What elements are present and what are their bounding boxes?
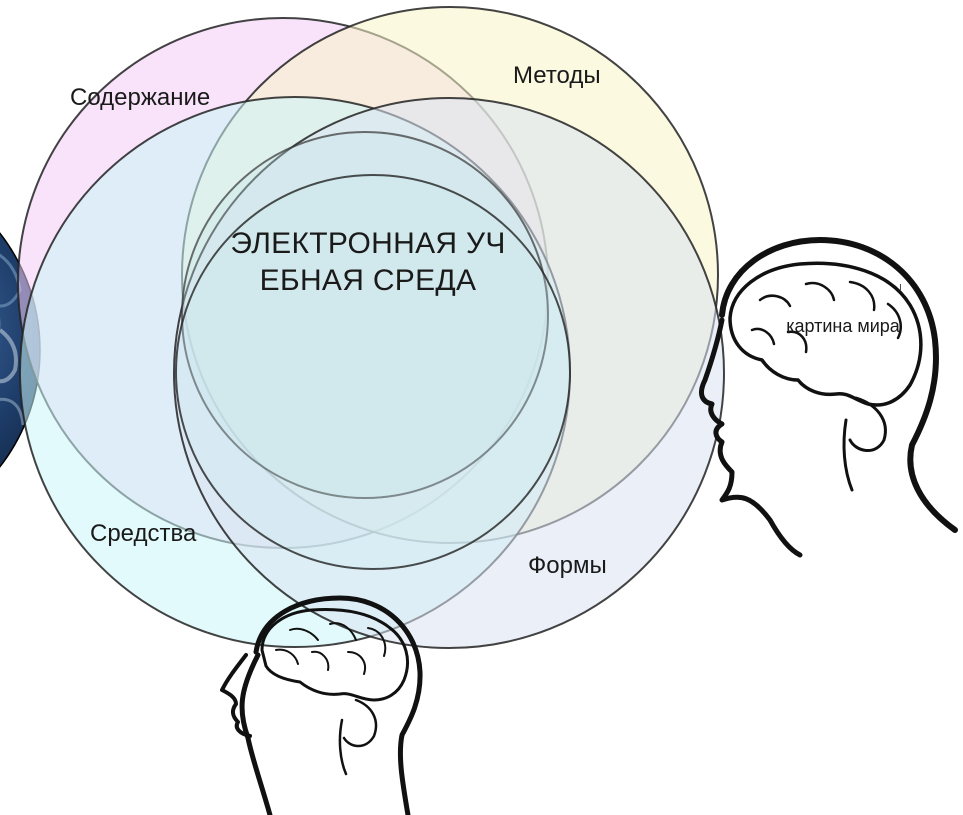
circle-core-upper — [181, 131, 549, 499]
label-methods: Методы — [513, 62, 601, 89]
label-content: Содержание — [70, 84, 211, 111]
label-means: Средства — [90, 520, 197, 547]
circle-core-lower — [175, 174, 571, 570]
head-bottom-icon — [220, 595, 423, 815]
center-title: ЭЛЕКТРОННАЯ УЧЕБНАЯ СРЕДА — [230, 227, 506, 297]
label-forms: Формы — [528, 552, 607, 579]
world-picture-label: картина мира — [786, 316, 900, 336]
circle-forms — [173, 97, 725, 649]
cursor-mark: ı — [899, 281, 903, 293]
head-right-icon — [699, 237, 958, 558]
